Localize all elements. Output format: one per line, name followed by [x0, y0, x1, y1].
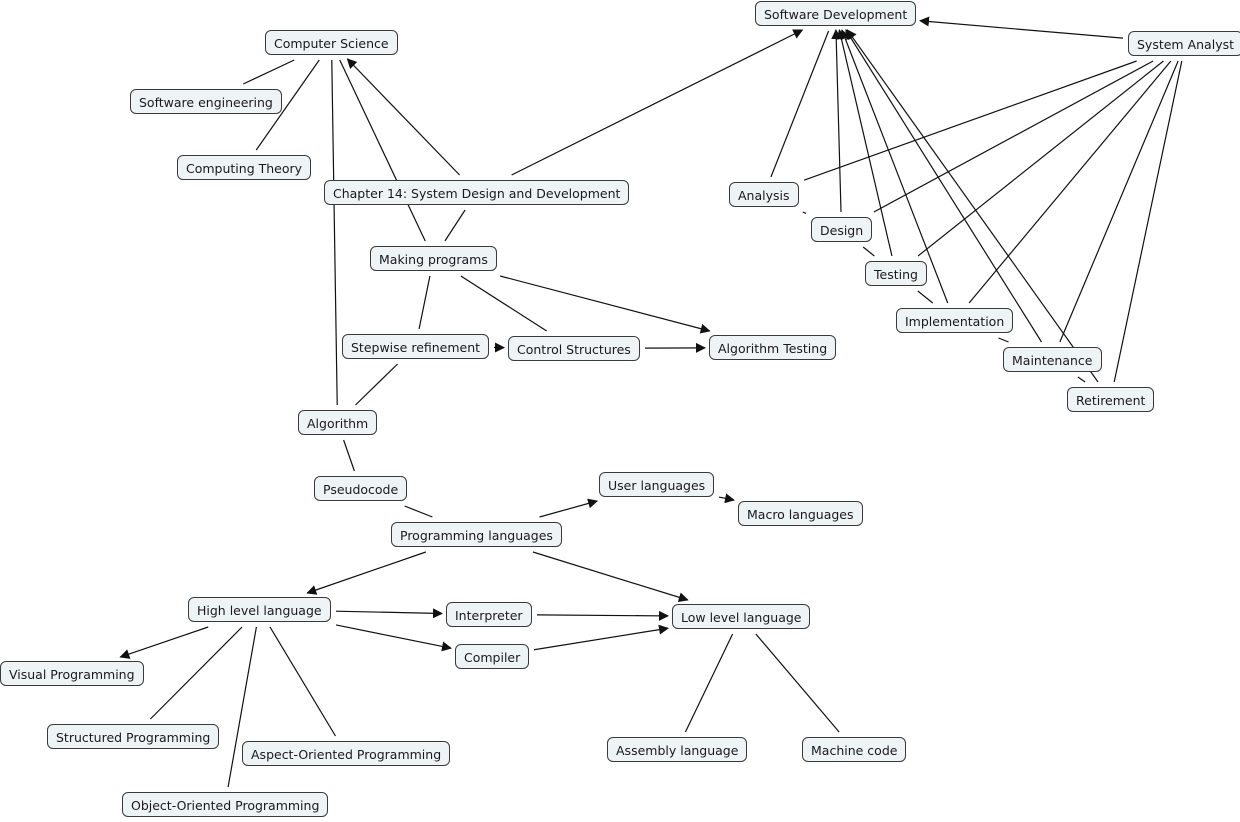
edge-high-level-language-to-compiler — [335, 624, 452, 652]
edge-stepwise-refinement-to-algorithm — [355, 363, 398, 406]
edge-computer-science-to-algorithm — [331, 59, 338, 406]
edge-system-analyst-to-maintenance — [1059, 60, 1179, 343]
edge-software-development-to-analysis — [770, 30, 830, 178]
edge-high-level-language-to-aspect-oriented-programming — [269, 626, 337, 737]
node-visual-programming[interactable]: Visual Programming — [0, 661, 144, 686]
node-computing-theory[interactable]: Computing Theory — [177, 155, 312, 180]
edge-programming-languages-to-user-languages — [539, 498, 599, 518]
edge-implementation-to-software-development — [840, 29, 949, 304]
edge-computer-science-to-making-programs — [339, 59, 426, 242]
node-assembly-language[interactable]: Assembly language — [607, 737, 748, 762]
edge-design-to-software-development — [831, 29, 842, 213]
edge-pseudocode-to-programming-languages — [404, 505, 433, 518]
edge-low-level-language-to-assembly-language — [684, 633, 734, 733]
edge-system-analyst-to-testing — [917, 60, 1164, 257]
edge-system-analyst-to-software-development — [919, 16, 1124, 39]
node-design[interactable]: Design — [811, 217, 873, 242]
edge-system-analyst-to-retirement — [1113, 60, 1183, 383]
edge-making-programs-to-control-structures — [460, 275, 548, 332]
node-making-programs[interactable]: Making programs — [370, 246, 497, 271]
node-low-level-language[interactable]: Low level language — [672, 604, 811, 629]
node-software-development[interactable]: Software Development — [755, 1, 917, 26]
edge-making-programs-to-stepwise-refinement — [418, 275, 431, 330]
edge-chapter-14-to-computer-science — [346, 58, 461, 176]
edge-high-level-language-to-structured-programming — [150, 626, 243, 720]
node-high-level-language[interactable]: High level language — [188, 597, 331, 622]
node-programming-languages[interactable]: Programming languages — [391, 522, 562, 547]
edge-programming-languages-to-low-level-language — [532, 551, 689, 603]
node-aspect-oriented-programming[interactable]: Aspect-Oriented Programming — [242, 741, 451, 766]
edge-making-programs-to-algorithm-testing — [500, 275, 711, 334]
node-software-engineering[interactable]: Software engineering — [130, 89, 282, 114]
edge-low-level-language-to-machine-code — [755, 633, 840, 733]
node-pseudocode[interactable]: Pseudocode — [314, 476, 408, 501]
node-structured-programming[interactable]: Structured Programming — [47, 724, 220, 749]
edge-maintenance-to-software-development — [845, 29, 1043, 343]
edge-system-analyst-to-design — [873, 60, 1154, 213]
node-compiler[interactable]: Compiler — [455, 644, 530, 669]
edge-chapter-14-to-making-programs — [444, 209, 466, 242]
edge-system-analyst-to-implementation — [968, 60, 1172, 304]
edge-system-analyst-to-analysis — [803, 60, 1137, 181]
edge-maintenance-to-retirement — [1077, 376, 1086, 383]
edge-chapter-14-to-software-development — [511, 29, 804, 176]
node-machine-code[interactable]: Machine code — [802, 737, 907, 762]
node-implementation[interactable]: Implementation — [896, 308, 1014, 333]
edge-programming-languages-to-high-level-language — [306, 551, 427, 595]
node-system-analyst[interactable]: System Analyst — [1128, 31, 1240, 56]
node-macro-languages[interactable]: Macro languages — [738, 501, 863, 526]
edge-interpreter-to-low-level-language — [536, 610, 669, 621]
node-algorithm[interactable]: Algorithm — [298, 410, 378, 435]
edge-user-languages-to-macro-languages — [718, 493, 735, 504]
node-maintenance[interactable]: Maintenance — [1003, 347, 1102, 372]
node-object-oriented-programming[interactable]: Object-Oriented Programming — [122, 792, 329, 817]
node-testing[interactable]: Testing — [865, 261, 927, 286]
edge-retirement-to-software-development — [846, 29, 1099, 383]
node-user-languages[interactable]: User languages — [599, 472, 715, 497]
edge-algorithm-to-pseudocode — [343, 439, 355, 472]
edge-design-to-testing — [862, 246, 875, 257]
node-interpreter[interactable]: Interpreter — [446, 602, 532, 627]
node-analysis[interactable]: Analysis — [729, 182, 799, 207]
edge-testing-to-implementation — [917, 290, 934, 304]
node-control-structures[interactable]: Control Structures — [508, 336, 640, 361]
node-retirement[interactable]: Retirement — [1067, 387, 1155, 412]
edge-analysis-to-design — [802, 211, 807, 215]
edge-high-level-language-to-object-oriented-programming — [227, 626, 257, 788]
node-computer-science[interactable]: Computer Science — [265, 30, 398, 55]
edge-compiler-to-low-level-language — [533, 624, 669, 651]
node-algorithm-testing[interactable]: Algorithm Testing — [709, 335, 837, 360]
edge-testing-to-software-development — [836, 29, 893, 257]
edge-high-level-language-to-visual-programming — [119, 626, 209, 659]
node-chapter-14[interactable]: Chapter 14: System Design and Developmen… — [324, 180, 630, 205]
edge-computer-science-to-software-engineering — [242, 59, 295, 85]
edge-implementation-to-maintenance — [998, 337, 1009, 343]
edge-high-level-language-to-interpreter — [335, 608, 443, 619]
node-stepwise-refinement[interactable]: Stepwise refinement — [342, 334, 490, 359]
edge-computer-science-to-computing-theory — [255, 59, 320, 151]
